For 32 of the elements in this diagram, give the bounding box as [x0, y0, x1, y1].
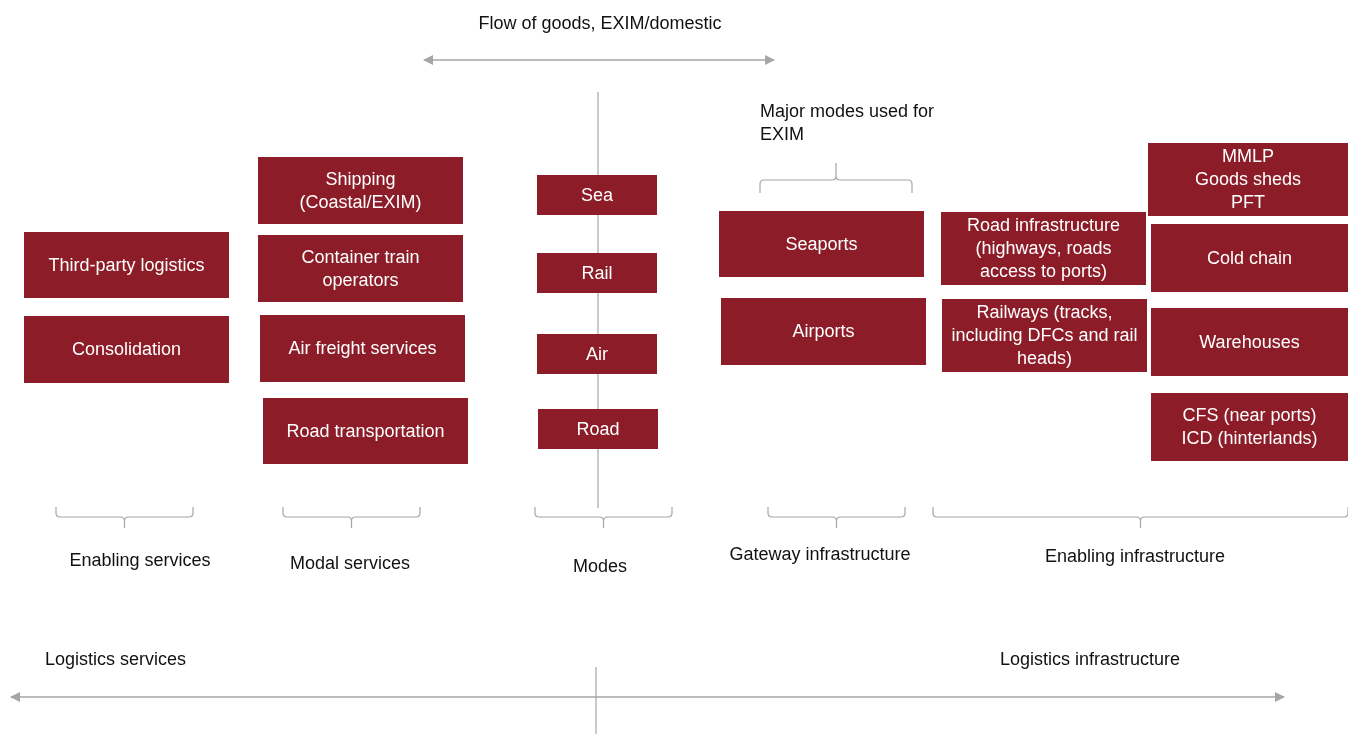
category-box: Air	[537, 334, 657, 374]
category-box: Air freight services	[260, 315, 465, 382]
category-box: Railways (tracks, including DFCs and rail heads)	[942, 299, 1147, 372]
item-text: Goods sheds	[1194, 168, 1302, 191]
category-box: Seaports	[719, 211, 924, 277]
axis-label: Logistics services	[45, 648, 188, 671]
category-box: Warehouses	[1151, 308, 1348, 376]
item-text: ICD (hinterlands)	[1181, 427, 1318, 450]
group-label: Gateway infrastructure	[728, 543, 912, 566]
category-box: Sea	[537, 175, 657, 215]
category-box: Road transportation	[263, 398, 468, 464]
category-box: Airports	[721, 298, 926, 365]
category-box: Cold chain	[1151, 224, 1348, 292]
group-label: Enabling infrastructure	[1043, 545, 1227, 568]
axis-label: Logistics infrastructure	[1000, 648, 1182, 671]
flow-caption: Flow of goods, EXIM/domestic	[477, 12, 723, 35]
category-box	[1148, 143, 1348, 216]
group-label: Enabling services	[68, 549, 212, 572]
category-box: Consolidation	[24, 316, 229, 383]
category-box: Road	[538, 409, 658, 449]
category-box: Road infrastructure (highways, roads access to ports)	[941, 212, 1146, 285]
category-box: Shipping (Coastal/EXIM)	[258, 157, 463, 224]
category-box	[1151, 393, 1348, 461]
item-text: MMLP	[1222, 145, 1274, 168]
item-text: PFT	[1231, 191, 1265, 214]
category-box: Container train operators	[258, 235, 463, 302]
item-text: CFS (near ports)	[1182, 404, 1317, 427]
note-text: Major modes used for EXIM	[760, 100, 936, 146]
group-label: Modes	[572, 555, 628, 578]
category-box: Rail	[537, 253, 657, 293]
category-box: Third-party logistics	[24, 232, 229, 298]
group-label: Modal services	[288, 552, 411, 575]
